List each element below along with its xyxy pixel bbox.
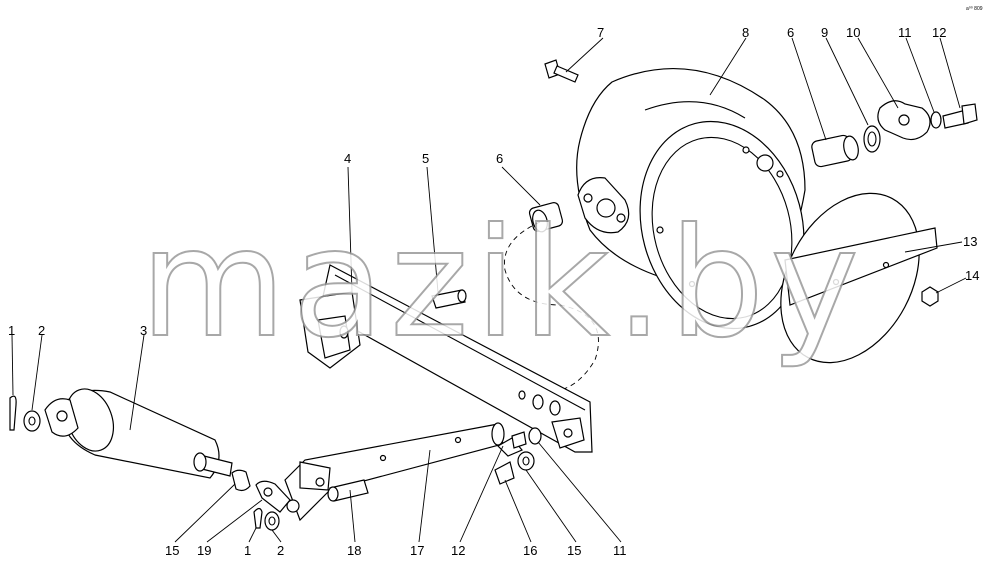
top-right-hardware: [811, 100, 978, 168]
corner-mark: a⁰⁰ 809: [966, 6, 983, 12]
clevis-19: [255, 480, 291, 513]
support-bracket: [299, 264, 593, 453]
callout-18: 18: [347, 543, 361, 558]
callout-14: 14: [965, 268, 979, 283]
cotter-pin-bottom: [253, 507, 263, 529]
hydraulic-cylinder: [44, 388, 233, 479]
watermark: mazik.by: [140, 197, 865, 371]
drum-cover: [780, 192, 938, 364]
callout-9: 9: [821, 25, 828, 40]
callout-2-left: 2: [38, 323, 45, 338]
callout-16: 16: [523, 543, 537, 558]
callout-13: 13: [963, 234, 977, 249]
callout-12-bottom: 12: [451, 543, 465, 558]
lever-arm: [284, 422, 505, 522]
callout-6-mid: 6: [496, 151, 503, 166]
bushing-6: [528, 202, 564, 233]
callout-11-bottom: 11: [613, 543, 627, 558]
pin-18: [327, 479, 369, 502]
bolt-7: [544, 59, 579, 83]
washer-left: [23, 410, 41, 432]
dashed-path: [503, 221, 599, 391]
callout-12-top: 12: [932, 25, 946, 40]
callout-1-left: 1: [8, 323, 15, 338]
callout-8: 8: [742, 25, 749, 40]
callout-2-bottom: 2: [277, 543, 284, 558]
leader-lines: [11, 37, 967, 543]
callout-15-bottom-left: 15: [165, 543, 179, 558]
callout-labels: 7 8 6 9 10 11 12 4 5 6 13 14 1 2 3 15 19…: [8, 25, 979, 558]
callout-11-top: 11: [898, 25, 912, 40]
callout-15-bottom-right: 15: [567, 543, 581, 558]
callout-1-bottom: 1: [244, 543, 251, 558]
callout-6-top: 6: [787, 25, 794, 40]
callout-10: 10: [846, 25, 860, 40]
callout-19: 19: [197, 543, 211, 558]
callout-4: 4: [344, 151, 351, 166]
callout-3: 3: [140, 323, 147, 338]
callout-17: 17: [410, 543, 424, 558]
callout-5: 5: [422, 151, 429, 166]
drum-housing: [576, 67, 806, 330]
nut-14: [921, 286, 939, 307]
nut-15-left: [231, 469, 251, 492]
bottom-bolts: [494, 427, 542, 485]
callout-7: 7: [597, 25, 604, 40]
washer-bottom: [264, 511, 280, 531]
cotter-pin-left: [9, 395, 17, 431]
